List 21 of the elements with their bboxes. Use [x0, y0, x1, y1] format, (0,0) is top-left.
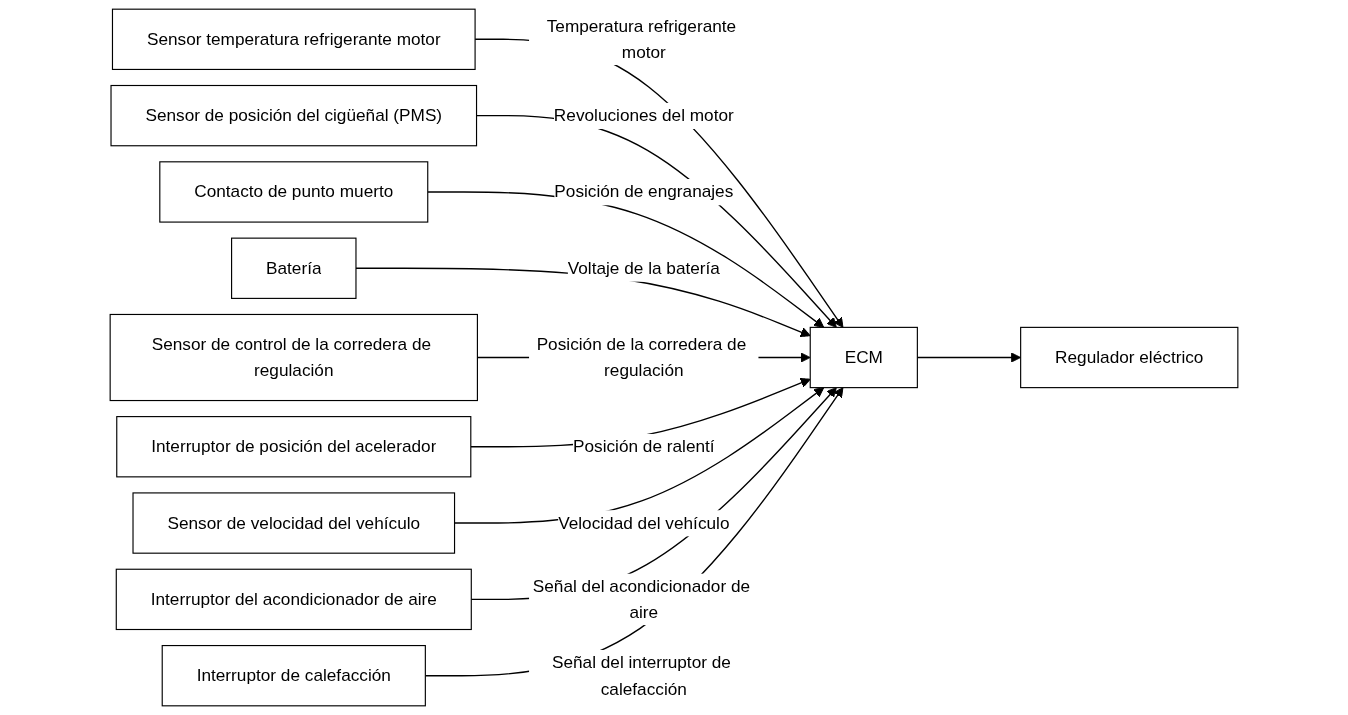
node-box: Interruptor del acondicionador de aire	[115, 568, 472, 631]
node-box: Regulador eléctrico	[1020, 326, 1239, 389]
node-box: Batería	[231, 237, 357, 299]
edge-label: Velocidad del vehículo	[558, 512, 730, 532]
node-box: Interruptor de calefacción	[161, 645, 426, 707]
node-box: Sensor temperatura refrigerante motor	[111, 8, 476, 70]
arrow	[427, 191, 825, 328]
node-box: Sensor de control de la corredera de regulación	[109, 313, 478, 402]
edge-label: Voltaje de la batería	[567, 257, 720, 278]
edge-label: Señal del interruptor de calefacción	[551, 652, 731, 698]
node-box: Sensor de velocidad del vehículo	[132, 492, 456, 554]
node-box: Contacto de punto muerto	[159, 161, 429, 223]
node-box: ECM	[809, 326, 918, 389]
node-box: Sensor de posición del cigüeñal (PMS)	[110, 84, 478, 147]
edge-label: Revoluciones del motor	[553, 105, 734, 125]
edge-label: Posición de engranajes	[554, 181, 734, 201]
edge-label: Señal del acondicionador de aire	[532, 575, 751, 622]
edge-label: Posición de ralentí	[573, 436, 715, 456]
node-box: Interruptor de posición del acelerador	[116, 416, 472, 478]
edge-label: Posición de la corredera de regulación	[536, 333, 747, 380]
edge-label: Temperatura refrigerante motor	[546, 15, 737, 62]
